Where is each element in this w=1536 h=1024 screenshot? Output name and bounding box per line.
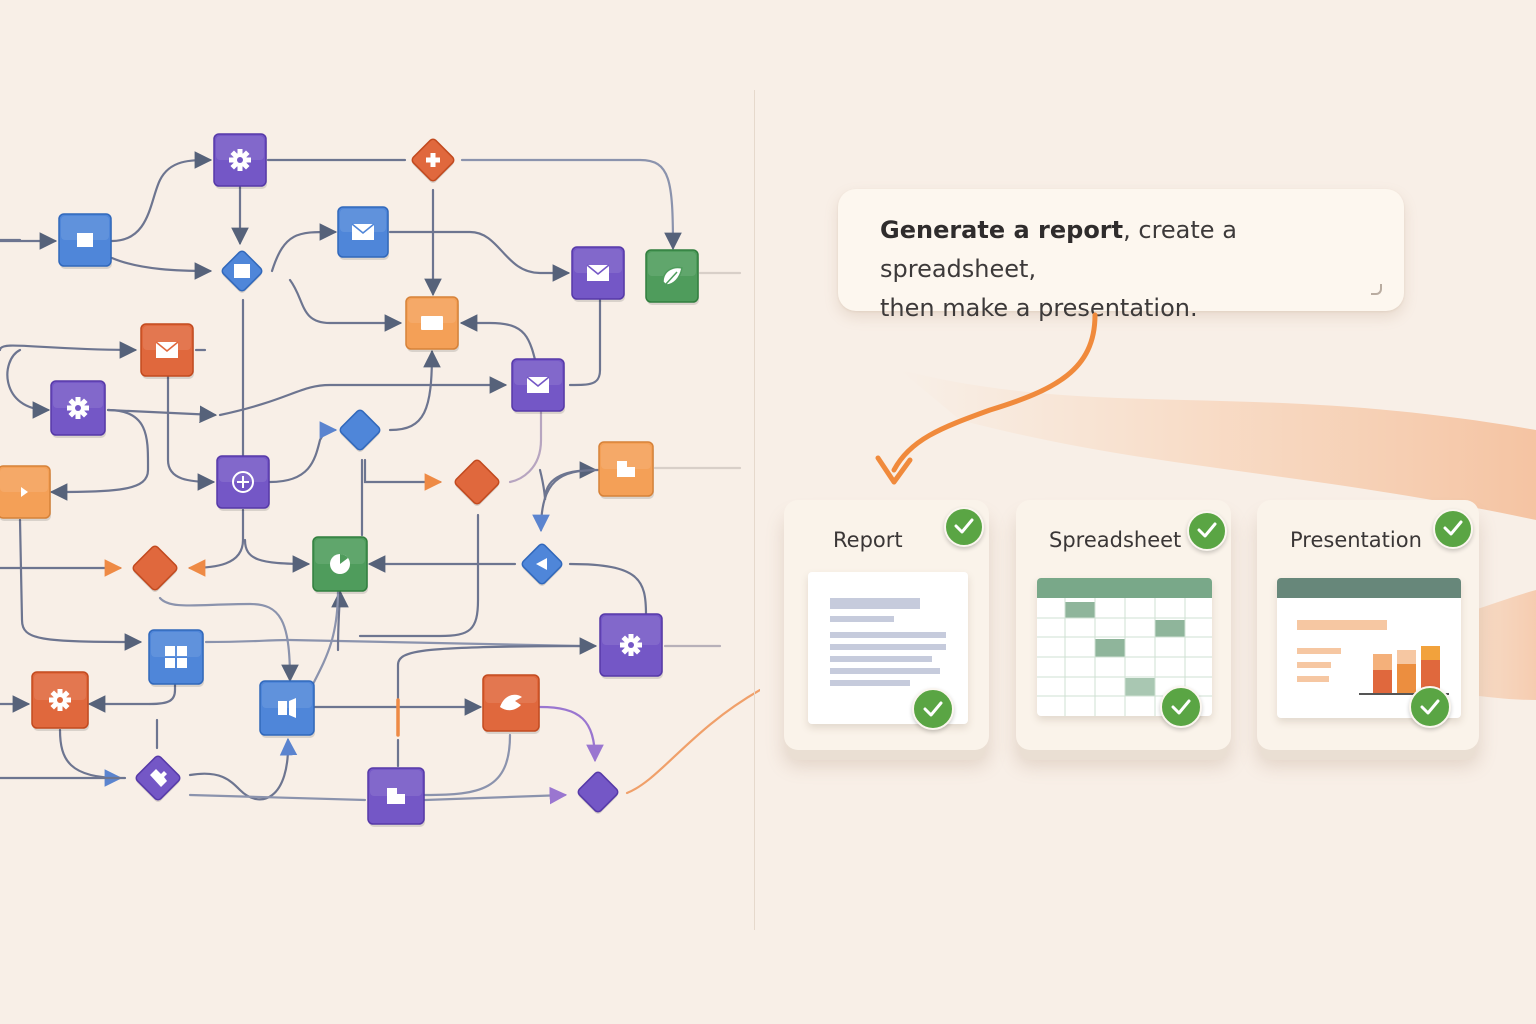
- decision-node-n5[interactable]: [221, 250, 264, 295]
- workflow-diagram: [0, 151, 760, 805]
- spreadsheet-card-title: Spreadsheet: [1049, 528, 1182, 552]
- process-node-n21[interactable]: [599, 613, 663, 679]
- square-icon: [77, 233, 93, 247]
- check-icon: [944, 507, 984, 547]
- pie-icon: [330, 554, 350, 574]
- process-node-n6[interactable]: [571, 246, 625, 302]
- process-node-n7[interactable]: [645, 249, 699, 305]
- process-node-n1[interactable]: [58, 213, 112, 269]
- check-icon: [1433, 509, 1473, 549]
- play-icon: [21, 487, 28, 497]
- square-icon: [234, 264, 250, 278]
- process-node-n8[interactable]: [140, 323, 194, 379]
- check-icon: [1160, 686, 1202, 728]
- decision-node-n25[interactable]: [135, 755, 182, 804]
- bird-icon: [500, 694, 522, 711]
- decision-node-n27[interactable]: [577, 771, 620, 816]
- check-icon: [1409, 686, 1451, 728]
- process-node-n24[interactable]: [482, 674, 540, 734]
- mail-icon: [351, 223, 375, 240]
- file-icon: [617, 461, 635, 477]
- report-card[interactable]: Report: [784, 500, 989, 750]
- panel-divider: [754, 90, 755, 930]
- leaf-icon: [662, 266, 683, 286]
- plus-icon: [426, 153, 440, 167]
- process-node-n20[interactable]: [148, 629, 204, 687]
- decision-node-n17[interactable]: [454, 459, 501, 508]
- curved-arrow-icon: [875, 312, 1098, 485]
- process-node-n22[interactable]: [31, 671, 89, 731]
- process-node-n16[interactable]: [598, 441, 654, 499]
- plus-circle-icon: [232, 471, 254, 493]
- process-node-n9[interactable]: [405, 296, 459, 352]
- puzzle-icon: [150, 769, 167, 787]
- spreadsheet-card[interactable]: Spreadsheet: [1016, 500, 1231, 750]
- presentation-card[interactable]: Presentation: [1257, 500, 1479, 750]
- process-node-n2[interactable]: [213, 133, 267, 189]
- file-icon: [387, 788, 405, 804]
- check-icon: [912, 688, 954, 730]
- gear-icon: [49, 689, 71, 711]
- process-node-n26[interactable]: [367, 767, 425, 827]
- gear-icon: [67, 397, 89, 419]
- process-node-n10[interactable]: [50, 380, 106, 438]
- prompt-line2: then make a presentation.: [880, 294, 1198, 322]
- process-node-n13[interactable]: [0, 465, 51, 521]
- video-icon: [278, 698, 296, 718]
- process-node-n4[interactable]: [337, 206, 389, 260]
- gear-icon: [229, 149, 251, 171]
- prompt-rest: , create a spreadsheet,: [880, 216, 1237, 283]
- decision-node-n12[interactable]: [339, 409, 382, 454]
- mail-icon: [526, 376, 550, 393]
- card-icon: [421, 316, 443, 330]
- grid-icon: [165, 646, 187, 668]
- process-node-n14[interactable]: [216, 455, 270, 511]
- report-card-title: Report: [833, 528, 903, 552]
- check-icon: [1187, 511, 1227, 551]
- resize-handle-icon[interactable]: [1371, 284, 1382, 295]
- spreadsheet-preview: [1037, 578, 1212, 716]
- node-graphics: [0, 133, 699, 827]
- decision-node-n3[interactable]: [411, 138, 456, 185]
- process-node-n23[interactable]: [259, 680, 315, 738]
- prompt-bold: Generate a report: [880, 216, 1124, 244]
- process-node-n11[interactable]: [511, 358, 565, 414]
- decision-node-n19[interactable]: [521, 543, 564, 588]
- mail-icon: [586, 264, 610, 281]
- mail-icon: [155, 341, 179, 358]
- prompt-card[interactable]: Generate a report, create a spreadsheet,…: [838, 189, 1404, 322]
- decision-node-n15[interactable]: [132, 545, 179, 594]
- gear-icon: [620, 634, 642, 656]
- triangle-icon: [536, 558, 547, 570]
- prompt-text: Generate a report, create a spreadsheet,…: [880, 211, 1390, 328]
- presentation-card-title: Presentation: [1290, 528, 1422, 552]
- process-node-n18[interactable]: [312, 536, 368, 594]
